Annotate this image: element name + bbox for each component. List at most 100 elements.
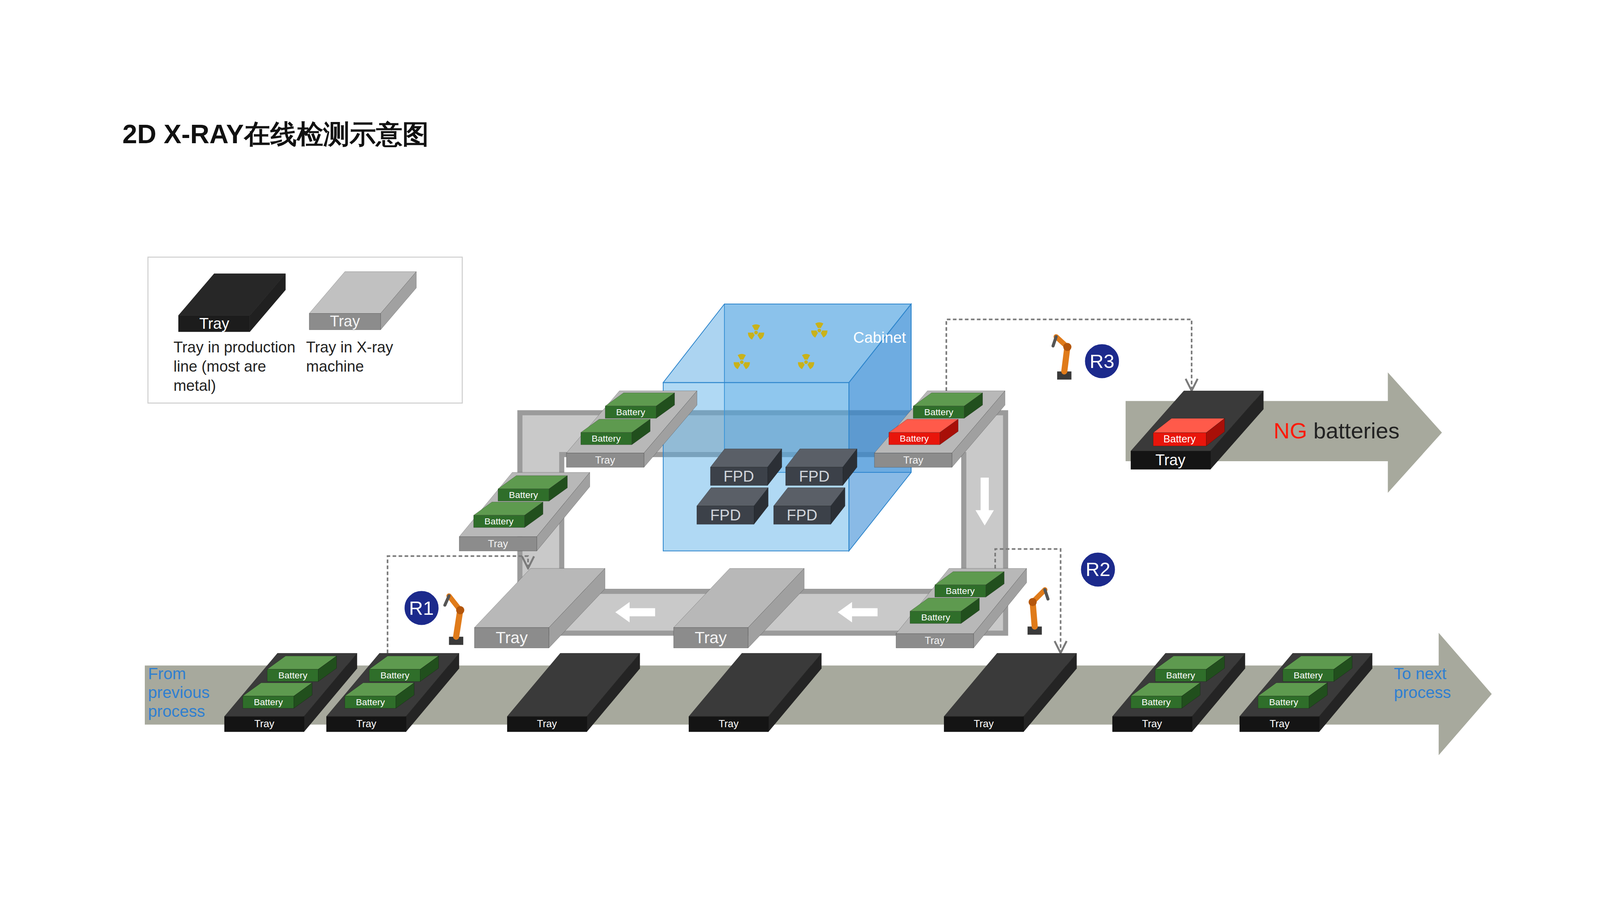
battery-cell-front xyxy=(605,406,657,419)
ng-output-conveyor: BatteryTrayNGbatteries xyxy=(1125,372,1442,493)
diagram-title: 2D X-RAY在线检测示意图 xyxy=(122,116,429,153)
legend-swatch xyxy=(309,271,417,330)
ng-output-conveyor-label: batteries xyxy=(1313,417,1400,444)
flat-panel-detector: FPD xyxy=(773,487,846,525)
xray-cabinet-label: Cabinet xyxy=(848,326,912,349)
battery-cell: Battery xyxy=(913,392,983,419)
robot-callout-label: R1 xyxy=(403,589,440,627)
swatch-label: Tray xyxy=(309,313,381,330)
battery-cell-front xyxy=(913,406,965,419)
battery-cell-label: Battery xyxy=(934,584,986,598)
tray-front xyxy=(566,453,644,468)
flat-panel-detector-side xyxy=(767,448,782,486)
tray-front xyxy=(1130,451,1211,470)
flat-panel-detector: FPD xyxy=(710,448,782,486)
tray: BatteryBatteryTray xyxy=(896,568,1027,648)
tray-label: Tray xyxy=(1112,716,1192,732)
battery-cell: Battery xyxy=(473,502,543,528)
robot-callout-label: R2 xyxy=(1079,551,1117,588)
battery-cell-side xyxy=(939,419,958,445)
battery-cell: Battery xyxy=(1155,656,1225,682)
radiation-symbol xyxy=(811,322,828,338)
robot-arm xyxy=(444,596,464,645)
robot-tool xyxy=(1044,589,1048,599)
radiation-blade xyxy=(820,330,828,338)
battery-cell-label: Battery xyxy=(344,696,396,709)
tray-front xyxy=(474,627,549,648)
battery-cell: Battery xyxy=(1282,656,1352,682)
tray-shape xyxy=(507,653,640,732)
battery-cell-front xyxy=(888,432,940,446)
battery-cell-front xyxy=(1282,669,1334,682)
tray-front xyxy=(688,716,769,732)
tray: BatteryBatteryTray xyxy=(326,653,460,732)
tray-front xyxy=(326,716,406,732)
tray-shape xyxy=(944,653,1077,732)
radiation-blade xyxy=(743,362,750,370)
battery-cell-side xyxy=(961,598,980,624)
tray-front xyxy=(224,716,304,732)
flow-arrow xyxy=(615,602,655,623)
robot-tool xyxy=(444,596,449,606)
tray-side xyxy=(586,653,640,732)
battery-cell-label: Battery xyxy=(888,432,940,446)
tray-label: Tray xyxy=(874,453,952,468)
xray-cabinet: FPDFPDFPDFPDCabinet xyxy=(663,304,912,551)
battery-cell-front xyxy=(1258,696,1310,709)
tray-side xyxy=(1023,653,1077,732)
legend-text: Tray in production line (most are metal) xyxy=(173,337,302,395)
tray-label: Tray xyxy=(944,716,1024,732)
battery-cell-side xyxy=(1181,682,1200,709)
battery-cell-front xyxy=(498,488,550,502)
flow-arrow xyxy=(975,477,994,526)
flat-panel-detector-label: FPD xyxy=(773,506,831,525)
robot-tool xyxy=(1053,336,1057,346)
tray: Tray xyxy=(673,568,805,648)
radiation-dot xyxy=(817,328,822,333)
swatch-label: Tray xyxy=(178,315,250,332)
battery-cell-front xyxy=(242,696,294,709)
battery-cell-front xyxy=(1130,696,1182,709)
battery-cell-side xyxy=(1333,656,1352,682)
tray-label: Tray xyxy=(326,716,406,732)
radiation-blade xyxy=(757,332,765,340)
tray-label: Tray xyxy=(224,716,304,732)
robot-callout-label: R3 xyxy=(1083,342,1121,380)
production-conveyor: BatteryBatteryTrayBatteryBatteryTrayTray… xyxy=(144,632,1492,756)
tray-label: Tray xyxy=(896,633,974,648)
battery-cell-front xyxy=(473,515,525,528)
robot-arm xyxy=(1053,336,1072,380)
tray-shape xyxy=(474,568,606,648)
battery-cell: Battery xyxy=(369,656,439,682)
battery-cell-label: Battery xyxy=(605,406,657,419)
robot-transfer-path xyxy=(946,319,1192,391)
battery-cell-label: Battery xyxy=(910,611,962,624)
battery-cell-front xyxy=(1153,432,1207,446)
battery-cell: Battery xyxy=(498,475,568,502)
radiation-dot xyxy=(804,360,808,364)
tray-label: Tray xyxy=(1130,451,1211,470)
battery-cell-front xyxy=(934,584,986,598)
battery-cell: Battery xyxy=(888,419,958,445)
tray-front xyxy=(944,716,1024,732)
tray-side xyxy=(548,568,605,648)
battery-cell-label: Battery xyxy=(913,406,965,419)
robot-callout: R2 xyxy=(1079,551,1117,588)
ng-output-conveyor-label: NG xyxy=(1273,417,1308,444)
flat-panel-detector-front xyxy=(785,467,843,486)
battery-cell-label: Battery xyxy=(1282,669,1334,682)
production-conveyor-label: From previous process xyxy=(148,664,222,721)
radiation-blade xyxy=(752,324,760,331)
battery-cell-label: Battery xyxy=(580,432,632,446)
robot-joint xyxy=(1063,342,1072,351)
tray-front xyxy=(1112,716,1192,732)
tray: Tray xyxy=(688,653,822,732)
battery-cell-label: Battery xyxy=(1130,696,1182,709)
radiation-dot xyxy=(754,330,758,335)
battery-cell-front xyxy=(369,669,421,682)
radiation-blade xyxy=(737,354,746,360)
legend-tray-front xyxy=(178,315,250,332)
robot-callout: R1 xyxy=(403,589,440,627)
production-conveyor-label: To next process xyxy=(1394,664,1462,702)
battery-cell-side xyxy=(1206,656,1225,682)
